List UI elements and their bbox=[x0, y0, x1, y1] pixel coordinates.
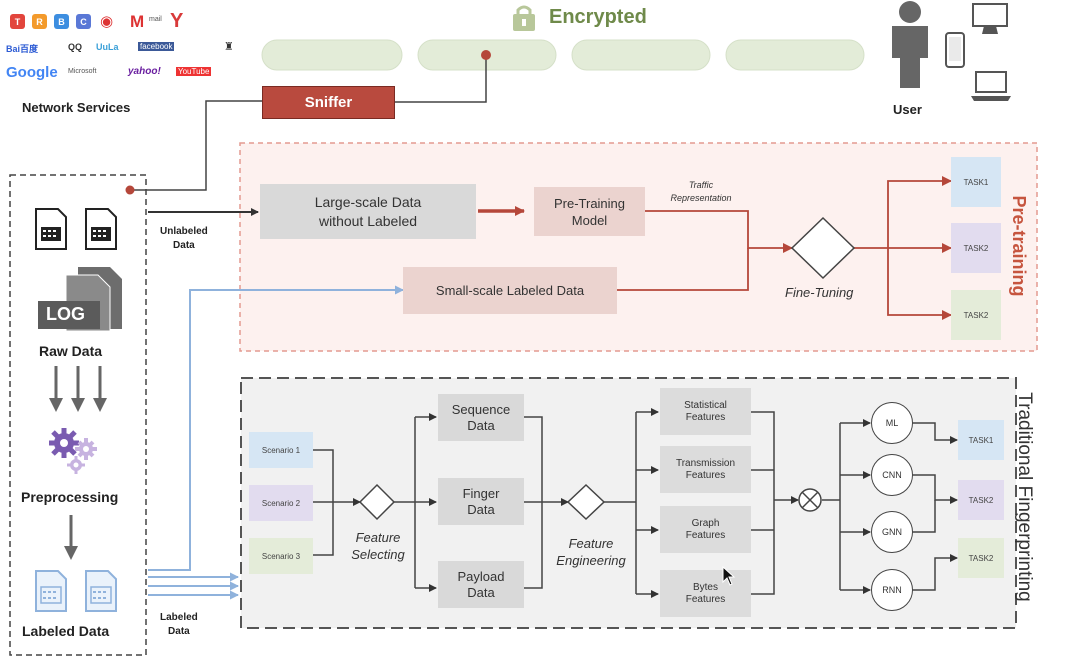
gnn-model: GNN bbox=[871, 511, 913, 553]
laptop-icon bbox=[970, 68, 1012, 104]
feature-selecting-label: Feature Selecting bbox=[351, 530, 405, 562]
finger-data-box: Finger Data bbox=[438, 478, 524, 525]
scenario-1: Scenario 1 bbox=[249, 432, 313, 468]
data-source-panel bbox=[9, 174, 147, 656]
weibo-icon: T bbox=[10, 14, 25, 29]
sniffer-tap-line bbox=[130, 55, 487, 191]
pretraining-title: Pre-training bbox=[1009, 195, 1029, 297]
small-scale-labeled-box: Small-scale Labeled Data bbox=[403, 267, 617, 314]
yelp-icon: Y bbox=[170, 10, 184, 32]
labeled-data-arrow-label: Labeled Data bbox=[160, 612, 198, 637]
user-label: User bbox=[893, 102, 922, 117]
encrypted-label: Encrypted bbox=[549, 6, 647, 28]
facebook-logo: facebook bbox=[138, 42, 175, 51]
traditional-task-3: TASK2 bbox=[958, 538, 1004, 578]
bytes-features-box: Bytes Features bbox=[660, 570, 751, 617]
labeled-file-icon bbox=[34, 569, 68, 613]
scenario-2: Scenario 2 bbox=[249, 485, 313, 521]
lock-icon bbox=[510, 4, 538, 32]
person-icon: ♜ bbox=[224, 41, 234, 53]
pretrain-task-2: TASK2 bbox=[951, 223, 1001, 273]
traditional-fingerprinting-title: Traditional Fingerprinting bbox=[1014, 392, 1035, 602]
raw-data-label: Raw Data bbox=[39, 343, 103, 359]
microsoft-logo: Microsoft bbox=[68, 68, 97, 75]
sequence-data-box: Sequence Data bbox=[438, 394, 524, 441]
cnn-model: CNN bbox=[871, 454, 913, 496]
app-icon: B bbox=[54, 14, 69, 29]
preprocessing-label: Preprocessing bbox=[21, 489, 119, 505]
rss-icon: R bbox=[32, 14, 47, 29]
raw-file-icon bbox=[84, 207, 118, 251]
pretrain-task-3: TASK2 bbox=[951, 290, 1001, 340]
pretrain-task-1: TASK1 bbox=[951, 157, 1001, 207]
user-icon bbox=[880, 0, 940, 90]
youtube-logo: YouTube bbox=[176, 67, 212, 76]
labeled-data-label: Labeled Data bbox=[22, 623, 110, 639]
sina-icon: ◉ bbox=[100, 13, 114, 30]
fine-tuning-diamond bbox=[790, 216, 856, 280]
traditional-task-2: TASK2 bbox=[958, 480, 1004, 520]
cloud-icon: C bbox=[76, 14, 91, 29]
statistical-features-box: Statistical Features bbox=[660, 388, 751, 435]
feature-engineering-diamond bbox=[566, 483, 606, 521]
traffic-representation-label: Traffic Representation bbox=[670, 180, 732, 203]
gmail-icon: M bbox=[130, 12, 145, 31]
phone-icon bbox=[944, 32, 966, 68]
scenario-3: Scenario 3 bbox=[249, 538, 313, 574]
ulu-logo: UuLa bbox=[96, 42, 119, 52]
large-scale-data-box: Large-scale Data without Labeled bbox=[260, 184, 476, 239]
unlabeled-data-arrow-label: Unlabeled Data bbox=[160, 226, 208, 251]
graph-features-box: Graph Features bbox=[660, 506, 751, 553]
traditional-task-1: TASK1 bbox=[958, 420, 1004, 460]
network-services-logos: T R B C ◉ M mail Y Bai百度 QQ UuLa faceboo… bbox=[6, 10, 238, 90]
labeled-file-icon bbox=[84, 569, 118, 613]
pretraining-panel bbox=[239, 142, 1038, 352]
payload-data-box: Payload Data bbox=[438, 561, 524, 608]
pretraining-model-box: Pre-Training Model bbox=[534, 187, 645, 236]
raw-file-icon bbox=[34, 207, 68, 251]
transmission-features-box: Transmission Features bbox=[660, 446, 751, 493]
network-services-label: Network Services bbox=[22, 100, 131, 115]
combine-otimes bbox=[798, 488, 822, 512]
monitor-icon bbox=[970, 2, 1010, 38]
gears-icon bbox=[44, 425, 104, 475]
encrypted-pipe bbox=[261, 39, 865, 71]
rnn-model: RNN bbox=[871, 569, 913, 611]
fine-tuning-label: Fine-Tuning bbox=[785, 285, 854, 300]
ml-model: ML bbox=[871, 402, 913, 444]
feature-selecting-diamond bbox=[358, 483, 396, 521]
baidu-logo: Bai百度 bbox=[6, 44, 39, 54]
qq-logo: QQ bbox=[68, 42, 83, 52]
sniffer-box: Sniffer bbox=[262, 86, 395, 119]
log-file-icon: LOG bbox=[38, 265, 124, 335]
mail-label-icon: mail bbox=[149, 16, 162, 23]
google-logo: Google bbox=[6, 64, 58, 81]
yahoo-logo: yahoo! bbox=[128, 66, 161, 77]
mouse-cursor-icon bbox=[722, 565, 736, 586]
feature-engineering-label: Feature Engineering bbox=[556, 536, 626, 568]
